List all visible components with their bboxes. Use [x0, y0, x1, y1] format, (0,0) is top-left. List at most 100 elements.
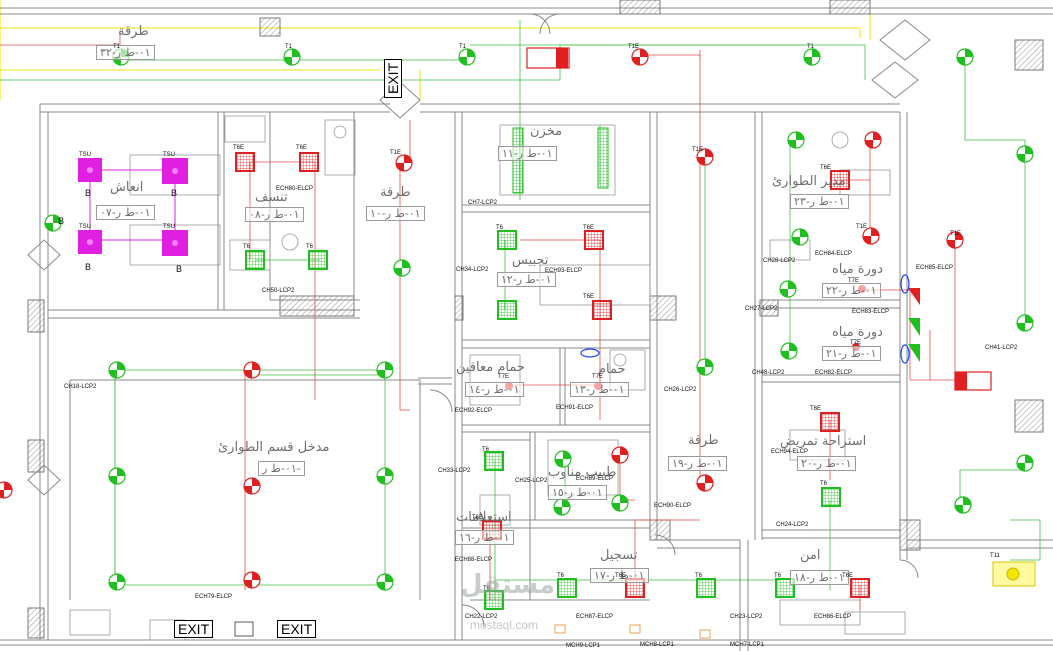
light-quadrant [377, 370, 385, 378]
light-quadrant [117, 574, 125, 582]
device-tag: T1E [390, 150, 402, 156]
walls [0, 7, 1053, 651]
normal-luminaire-icon [484, 451, 504, 471]
light-quadrant [45, 223, 53, 231]
device-tag: T6 [306, 244, 314, 250]
light-quadrant [284, 57, 292, 65]
circuit-label: ECH90-ELCP [654, 503, 692, 509]
emergency-luminaire-icon [584, 230, 604, 250]
device-tag: T7E [850, 340, 862, 346]
exit-sign-bottom-right: EXIT [277, 620, 317, 638]
device-tag: T1 [459, 44, 467, 50]
circuit-label: CH34-LCP2 [456, 267, 489, 273]
room-code: ٠١-ط ر-٢٣ [790, 194, 849, 209]
light-quadrant [117, 362, 125, 370]
device-tag: T6E [472, 515, 484, 521]
light-quadrant [965, 49, 973, 57]
light-quadrant [612, 503, 620, 511]
exit-sign-boxes [526, 47, 992, 391]
light-quadrant [377, 582, 385, 590]
room-code: ٠١-ط ر-١٩ [668, 456, 727, 471]
circuit-label: ECH86-ELCP [814, 614, 852, 620]
light-quadrant [788, 281, 796, 289]
light-quadrant [800, 229, 808, 237]
room-code: ٠١-ط ر-٢٠ [797, 456, 856, 471]
light-quadrant [292, 49, 300, 57]
panel-box-1 [629, 624, 641, 634]
light-quadrant [620, 495, 628, 503]
device-tag: B [171, 188, 178, 198]
device-tag: T6E [296, 145, 308, 151]
light-quadrant [873, 132, 881, 140]
light-quadrant [788, 140, 796, 148]
exit-sign-vertical: EXIT [384, 58, 402, 98]
light-quadrant [812, 49, 820, 57]
room-name: طرقة [118, 24, 149, 39]
room-name: مخزن [530, 124, 563, 139]
room-code: ٠١-ط ر-١٣ [570, 382, 629, 397]
light-quadrant [1025, 315, 1033, 323]
light-quadrant [705, 359, 713, 367]
watermark-logo: مستقل [460, 570, 556, 600]
light-quadrant [244, 486, 252, 494]
doors [27, 13, 931, 628]
room-code: ٠١-ط ر-١٠ [366, 206, 425, 221]
light-quadrant [1025, 146, 1033, 154]
light-quadrant [117, 468, 125, 476]
device-tag: T6 [557, 573, 565, 579]
normal-luminaire-icon [497, 230, 517, 250]
room-code: ٠١-ط ر-١٥ [548, 485, 607, 500]
light-quadrant [640, 49, 648, 57]
light-quadrant [394, 268, 402, 276]
room-name: تسجيل [600, 548, 638, 563]
room-name: انعاش [110, 180, 144, 195]
light-quadrant [563, 451, 571, 459]
light-quadrant [955, 232, 963, 240]
device-tag: T6 [774, 573, 782, 579]
normal-luminaire-icon [308, 250, 328, 270]
device-tag: T6E [842, 573, 854, 579]
yellow-equipment-dot [1006, 567, 1020, 581]
circuit-label: ECH88-ELCP [455, 557, 493, 563]
light-quadrant [0, 490, 4, 498]
wall-flags [908, 288, 920, 362]
normal-luminaire-icon [557, 578, 577, 598]
circuit-label: ECH84-ELCP [815, 251, 853, 257]
device-tag: T7E [848, 278, 860, 284]
circuit-label: CH7-LCP2 [468, 200, 498, 206]
circuit-label: ECH79-ELCP [195, 594, 233, 600]
light-quadrant [459, 57, 467, 65]
light-quadrant [396, 163, 404, 171]
device-tag: T6 [820, 481, 828, 487]
device-tag: B [176, 264, 183, 274]
room-name: استعلامات [456, 510, 512, 525]
light-quadrant [620, 447, 628, 455]
circuit-label: CH23-LCP2 [730, 614, 763, 620]
circuit-label: MCH7-LCP1 [730, 642, 765, 648]
circuit-label: ECH91-ELCP [556, 405, 594, 411]
light-quadrant [555, 459, 563, 467]
device-tag: B [85, 262, 92, 272]
device-tag: T6E [583, 225, 595, 231]
light-quadrant [1017, 154, 1025, 162]
room-name: دورة مياه [832, 262, 883, 277]
room-name: استراحة تمريض [780, 434, 867, 449]
circuit-label: ECH80-ELCP [276, 186, 314, 192]
light-quadrant [697, 483, 705, 491]
normal-luminaire-icon [497, 300, 517, 320]
circuit-label: CH48-LCP2 [752, 370, 785, 376]
room-code: ٠١-ط ر-٢٢ [822, 283, 881, 298]
light-quadrant [244, 370, 252, 378]
device-tag: T6E [615, 573, 627, 579]
room-code: ٠١-ط ر-١٨ [790, 570, 849, 585]
panel-box-2 [699, 629, 711, 639]
light-quadrant [612, 455, 620, 463]
room-code: ٠١-ط ر-٢١ [822, 346, 881, 361]
light-quadrant [632, 57, 640, 65]
room-name: امن [800, 548, 821, 563]
light-quadrant [789, 343, 797, 351]
device-tag: T6 [496, 225, 504, 231]
device-tag: T7E [498, 374, 510, 380]
device-tag: T1E [692, 147, 704, 153]
